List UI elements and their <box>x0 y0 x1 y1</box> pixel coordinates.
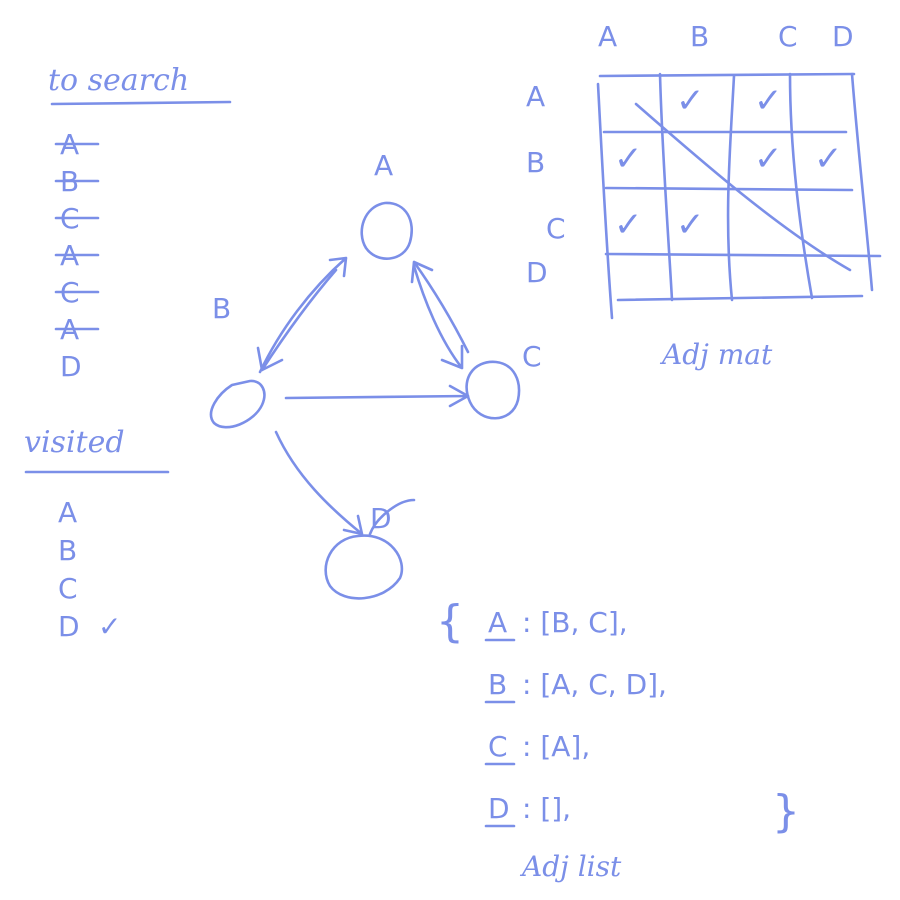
adj-list-caption: Adj list <box>519 850 622 883</box>
graph-node-label-a: A <box>374 149 393 182</box>
to-search-underline <box>50 100 232 106</box>
adj-list-values: : [A, C, D], <box>522 668 667 701</box>
matrix-check-icon: ✓ <box>814 139 843 179</box>
visited-item: A <box>58 496 77 529</box>
visited-item: B <box>58 534 77 567</box>
matrix-check-icon: ✓ <box>754 139 783 179</box>
graph-edge-b-to-a <box>258 256 348 374</box>
matrix-column-label: A <box>598 20 617 53</box>
matrix-check-icon: ✓ <box>676 81 705 121</box>
graph-node-b <box>209 379 266 429</box>
adj-list-values: : [], <box>522 792 571 825</box>
adj-list-close-brace: } <box>772 786 800 837</box>
graph-node-c <box>465 360 521 420</box>
to-search-item: D <box>60 350 82 383</box>
graph-edge-c-to-a <box>410 260 470 354</box>
matrix-column-label: D <box>832 20 854 53</box>
matrix-cells: ✓ ✓ ✓ ✓ ✓ ✓ ✓ <box>614 81 843 245</box>
adj-list-entries: A : [B, C], B : [A, C, D], C : [A], D : [], <box>484 606 667 828</box>
adj-list-open-brace: { <box>436 596 464 647</box>
graph-edge-b-to-d <box>274 430 364 536</box>
adj-list-values: : [A], <box>522 730 590 763</box>
matrix-check-icon: ✓ <box>676 205 705 245</box>
matrix-column-labels: A B C D <box>598 20 854 53</box>
directed-graph: A B C D <box>209 149 542 600</box>
graph-node-label-c: C <box>522 340 542 373</box>
visited-item: D <box>58 610 80 643</box>
adj-list-key: D <box>488 792 510 825</box>
matrix-grid-vertical-lines <box>596 72 874 320</box>
matrix-diagonal-stroke <box>634 102 852 272</box>
adjacency-list: { } A : [B, C], B : [A, C, D], C : [A], D : [],… <box>436 596 800 883</box>
matrix-row-label: D <box>526 256 548 289</box>
matrix-column-label: C <box>778 20 798 53</box>
graph-edge-a-to-c <box>412 264 464 370</box>
graph-node-a <box>360 201 413 260</box>
matrix-column-label: B <box>690 20 709 53</box>
adj-list-values: : [B, C], <box>522 606 628 639</box>
matrix-row-label: A <box>526 80 545 113</box>
adj-list-key: C <box>488 730 508 763</box>
graph-node-d <box>324 498 416 600</box>
to-search-header: to search <box>48 63 189 98</box>
visited-item: C <box>58 572 78 605</box>
visited-header: visited <box>24 425 125 460</box>
graph-edge-a-to-b <box>256 268 338 372</box>
matrix-check-icon: ✓ <box>614 139 643 179</box>
adj-matrix-caption: Adj mat <box>659 338 773 371</box>
graph-edge-b-to-c <box>284 384 470 408</box>
graph-node-label-b: B <box>212 292 231 325</box>
matrix-check-icon: ✓ <box>614 205 643 245</box>
check-mark-icon: ✓ <box>98 610 121 643</box>
matrix-check-icon: ✓ <box>754 81 783 121</box>
matrix-grid <box>596 72 882 320</box>
graph-node-label-d: D <box>370 502 392 535</box>
adj-list-key: A <box>488 606 507 639</box>
matrix-row-label: C <box>546 212 566 245</box>
adj-list-key: B <box>488 668 507 701</box>
matrix-row-label: B <box>526 146 545 179</box>
